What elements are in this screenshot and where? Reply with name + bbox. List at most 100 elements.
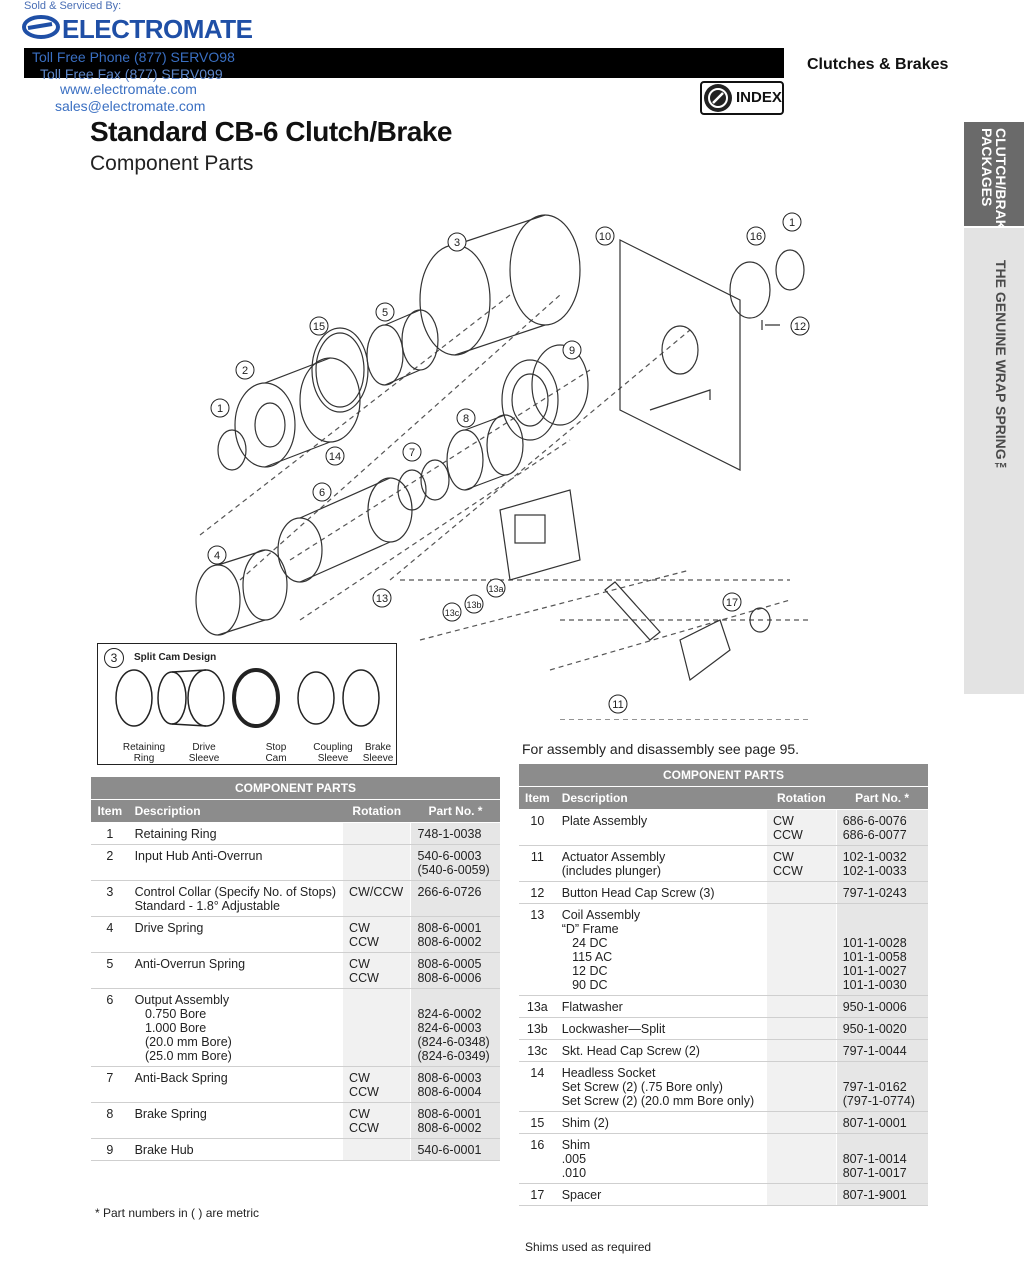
part-number-cell-line — [417, 993, 494, 1007]
description-cell: Anti-Overrun Spring — [128, 952, 343, 989]
part-number-cell-line: 797-1-0162 — [842, 1080, 907, 1094]
callout-12: 12 — [790, 316, 810, 336]
svg-text:13: 13 — [376, 593, 388, 605]
part-number-cell-line: 824-6-0003 — [417, 1021, 482, 1035]
part-number-cell-line — [843, 922, 922, 936]
item-cell: 7 — [91, 1066, 129, 1103]
rotation-cell-line: CCW — [349, 1085, 379, 1099]
part-number-cell-line: 101-1-0030 — [842, 978, 907, 992]
callout-16: 16 — [746, 226, 766, 246]
label-retaining-ring: Retaining Ring — [122, 742, 166, 764]
description-cell-line: (includes plunger) — [561, 864, 662, 878]
description-cell-line: Shim — [561, 1138, 591, 1152]
left-parts-table: COMPONENT PARTS Item Description Rotatio… — [91, 777, 500, 1161]
svg-text:15: 15 — [313, 321, 325, 333]
part-number-cell-line: 808-6-0004 — [417, 1085, 482, 1099]
header-description: Description — [555, 786, 767, 810]
right-footnote: Shims used as required — [525, 1240, 652, 1254]
item-cell: 9 — [91, 1138, 129, 1161]
item-cell: 2 — [91, 844, 129, 881]
part-number-cell-line: 101-1-0058 — [842, 950, 907, 964]
left-footnote: * Part numbers in ( ) are metric — [95, 1206, 260, 1220]
part-number-cell-line: 950-1-0020 — [842, 1022, 907, 1036]
part-number-cell-line: 101-1-0028 — [842, 936, 907, 950]
item-cell: 13c — [519, 1039, 556, 1062]
part-number-cell-line: 808-6-0002 — [417, 935, 482, 949]
index-button[interactable]: INDEX — [700, 81, 784, 115]
description-cell-line: 0.750 Bore — [134, 1007, 207, 1021]
rotation-cell-line: CCW — [349, 971, 379, 985]
description-cell: Flatwasher — [555, 995, 767, 1018]
description-cell: Input Hub Anti-Overrun — [128, 844, 343, 881]
description-cell-line: Spacer — [561, 1188, 602, 1202]
part-number-cell-line: 808-6-0003 — [417, 1071, 482, 1085]
part-number-cell: 807-1-9001 — [835, 1183, 928, 1206]
svg-text:12: 12 — [794, 321, 806, 333]
svg-text:3: 3 — [454, 237, 460, 249]
website-link[interactable]: www.electromate.com — [60, 81, 197, 97]
description-cell-line: (25.0 mm Bore) — [134, 1049, 232, 1063]
description-cell-line: 90 DC — [561, 978, 608, 992]
item-cell: 12 — [519, 881, 556, 904]
description-cell: Coil Assembly“D” Frame 24 DC 115 AC 12 D… — [555, 903, 767, 996]
part-number-cell-line: 950-1-0006 — [842, 1000, 907, 1014]
email-link[interactable]: sales@electromate.com — [55, 98, 206, 114]
callout-1-left: 1 — [210, 398, 230, 418]
svg-text:1: 1 — [217, 403, 223, 415]
description-cell-line: Lockwasher—Split — [561, 1022, 666, 1036]
item-cell: 11 — [519, 845, 556, 882]
svg-text:11: 11 — [612, 699, 623, 711]
part-number-cell-line: 808-6-0002 — [417, 1121, 482, 1135]
part-number-cell-line: (824-6-0348) — [417, 1035, 490, 1049]
exploded-diagram: 1 2 3 4 5 6 7 8 9 10 11 12 13 13a 13b 13… — [195, 212, 810, 720]
header-rotation: Rotation — [342, 799, 411, 823]
rotation-cell-line: CCW — [349, 1121, 379, 1135]
sold-by-text: Sold & Serviced By: — [24, 0, 122, 12]
fax-text: Toll Free Fax (877) SERV099 — [40, 66, 223, 82]
rotation-cell — [342, 822, 411, 845]
part-number-cell-line: 824-6-0002 — [417, 1007, 482, 1021]
page-subtitle: Component Parts — [90, 152, 254, 175]
description-cell-line: Brake Hub — [134, 1143, 194, 1157]
description-cell-line: Actuator Assembly — [561, 850, 666, 864]
svg-text:16: 16 — [750, 231, 762, 243]
svg-text:6: 6 — [319, 487, 325, 499]
rotation-cell — [766, 1017, 837, 1040]
tab-genuine-wrap-spring[interactable]: THE GENUINE WRAP SPRING™ — [964, 228, 1024, 694]
rotation-cell — [766, 1039, 837, 1062]
description-cell: Lockwasher—Split — [555, 1017, 767, 1040]
description-cell: Retaining Ring — [128, 822, 343, 845]
part-number-cell: 540-6-0003(540-6-0059) — [410, 844, 500, 881]
callout-8: 8 — [456, 408, 476, 428]
callout-6: 6 — [312, 482, 332, 502]
part-number-cell-line — [843, 908, 922, 922]
svg-text:14: 14 — [329, 451, 341, 463]
header-bar — [24, 48, 784, 78]
rotation-cell — [766, 995, 837, 1018]
rotation-cell — [766, 1061, 837, 1112]
item-cell: 10 — [519, 809, 556, 846]
part-number-cell: 748-1-0038 — [410, 822, 500, 845]
part-number-cell-line: (797-1-0774) — [842, 1094, 915, 1108]
part-number-cell: 950-1-0006 — [835, 995, 928, 1018]
part-number-cell-line: 808-6-0006 — [417, 971, 482, 985]
description-cell: Shim (2) — [555, 1111, 767, 1134]
description-cell-line: 12 DC — [561, 964, 608, 978]
header-rotation: Rotation — [766, 786, 837, 810]
tab-clutch-brake-packages[interactable]: CLUTCH/BRAKE PACKAGES — [964, 122, 1024, 239]
assembly-note: For assembly and disassembly see page 95… — [522, 741, 800, 757]
rotation-cell-line: CW — [773, 850, 794, 864]
part-number-cell-line: 266-6-0726 — [417, 885, 482, 899]
